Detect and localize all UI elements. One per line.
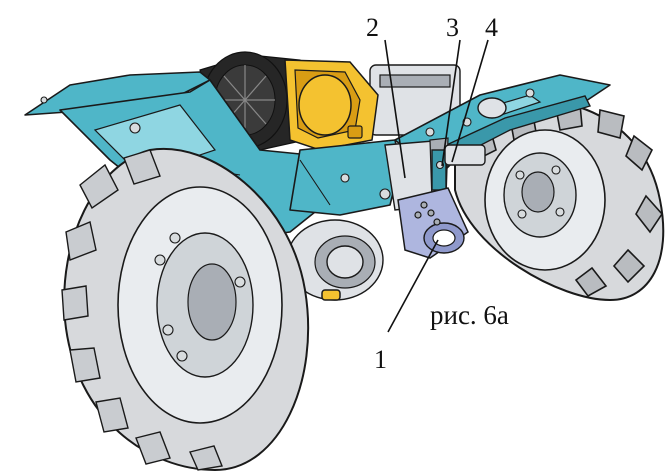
hitch-pipe xyxy=(397,187,469,259)
callout-3: 3 xyxy=(446,13,459,42)
leader-1 xyxy=(387,239,439,333)
leader-3 xyxy=(441,39,461,167)
leader-2 xyxy=(384,39,406,179)
gear-hub xyxy=(286,219,384,301)
leader-4 xyxy=(451,39,489,163)
callout-2: 2 xyxy=(366,13,379,42)
figure-caption: рис. 6а xyxy=(430,300,509,330)
callout-1: 1 xyxy=(374,345,387,374)
left-wheel xyxy=(61,147,310,472)
callout-leaders xyxy=(384,39,489,333)
callout-4: 4 xyxy=(485,13,498,42)
